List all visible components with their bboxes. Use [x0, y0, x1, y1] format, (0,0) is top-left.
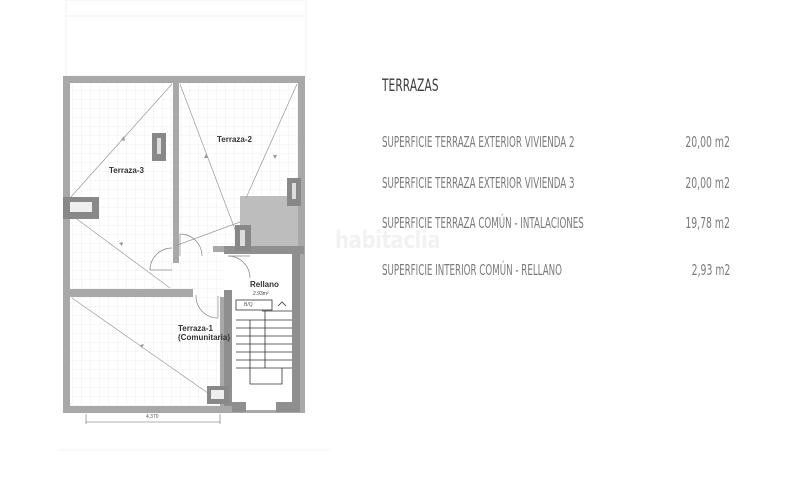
room-label-terraza-3: Terraza-3 [109, 166, 144, 175]
room-label-rellano: Rellano [250, 280, 279, 289]
floor-plan: Terraza-3 Terraza-2 Terraza-1 (Comunitar… [0, 0, 340, 488]
surface-label: SUPERFICIE TERRAZA COMÚN - INTALACIONES [382, 214, 584, 232]
surface-value: 20,00 m2 [685, 133, 730, 151]
floor-plan-drawing [60, 0, 330, 451]
surface-label: SUPERFICIE TERRAZA EXTERIOR VIVIENDA 2 [382, 133, 575, 151]
surface-label: SUPERFICIE TERRAZA EXTERIOR VIVIENDA 3 [382, 174, 575, 192]
room-label-terraza-1-sub: (Comunitaria) [178, 333, 230, 342]
surface-row: SUPERFICIE INTERIOR COMÚN - RELLANO 2,93… [382, 261, 742, 281]
surface-row: SUPERFICIE TERRAZA COMÚN - INTALACIONES … [382, 214, 742, 234]
surface-row: SUPERFICIE TERRAZA EXTERIOR VIVIENDA 3 2… [382, 174, 742, 194]
room-label-terraza-1: Terraza-1 [178, 324, 213, 333]
surface-value: 2,93 m2 [691, 261, 730, 279]
section-title: TERRAZAS [382, 76, 439, 96]
room-label-terraza-2: Terraza-2 [217, 135, 252, 144]
surface-value: 20,00 m2 [685, 174, 730, 192]
surface-value: 19,78 m2 [685, 214, 730, 232]
stair-box-label: B/Q [244, 302, 253, 308]
surface-label: SUPERFICIE INTERIOR COMÚN - RELLANO [382, 261, 563, 279]
rellano-area: 2.93m² [253, 291, 269, 297]
surface-row: SUPERFICIE TERRAZA EXTERIOR VIVIENDA 2 2… [382, 133, 742, 153]
dimension-label: 4,370 [146, 414, 159, 420]
